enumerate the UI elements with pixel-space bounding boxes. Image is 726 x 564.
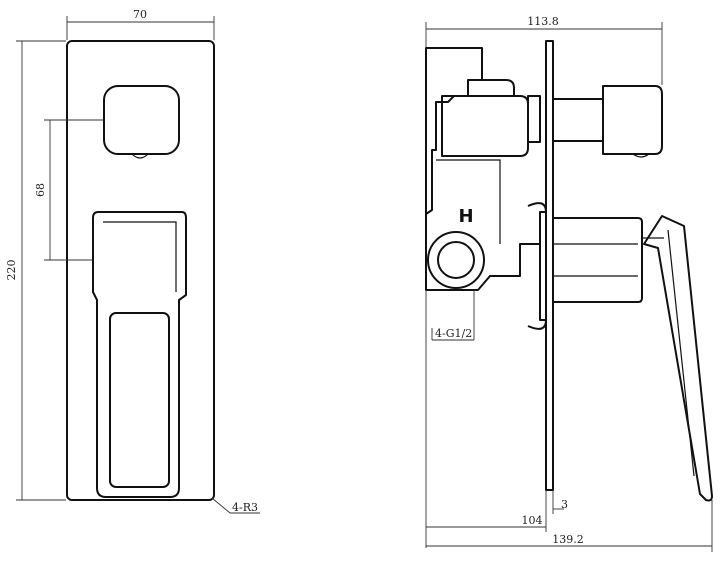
side-upper-spindle	[552, 98, 604, 142]
side-hot-marker: H	[458, 206, 473, 227]
front-lever-panel	[109, 312, 170, 488]
side-lower-flange	[539, 211, 547, 321]
side-knob-tab	[632, 153, 650, 158]
front-height-label: 220	[5, 260, 18, 281]
side-upper-nut	[527, 95, 541, 143]
side-lever-handle	[643, 215, 713, 502]
side-depth-label: 113.8	[527, 15, 559, 28]
front-lever-inner-line	[103, 221, 177, 292]
side-thread-label: 4-G1/2	[435, 327, 472, 340]
side-inlet-port-inner	[437, 241, 475, 279]
side-diverter-knob	[602, 85, 663, 155]
side-view: H	[425, 40, 713, 502]
front-wall-plate	[66, 40, 215, 501]
side-body-lower	[436, 159, 501, 244]
front-dimensions: 70 220 68 4-R3	[5, 8, 260, 514]
side-body-label: 104	[522, 514, 543, 527]
front-view	[66, 40, 215, 501]
side-upper-cartridge	[441, 95, 529, 157]
side-lever-inner	[667, 229, 695, 477]
front-diverter-knob	[103, 85, 180, 155]
side-plate-label: 3	[561, 498, 568, 511]
front-width-label: 70	[133, 8, 147, 21]
front-lever-handle	[92, 211, 187, 498]
side-inlet-port	[427, 231, 485, 289]
side-wall-plate	[545, 40, 554, 491]
front-corner-label: 4-R3	[232, 501, 258, 514]
side-handle-base	[552, 217, 643, 303]
side-upper-connector	[482, 79, 515, 96]
side-valve-body	[425, 47, 483, 215]
side-lower-escutcheon	[527, 202, 547, 330]
side-dimensions: 113.8 4-G1/2 3 104 139.2	[425, 15, 713, 552]
front-knob-tab	[131, 153, 149, 159]
side-overall-label: 139.2	[552, 533, 584, 546]
front-spacing-label: 68	[34, 183, 47, 197]
